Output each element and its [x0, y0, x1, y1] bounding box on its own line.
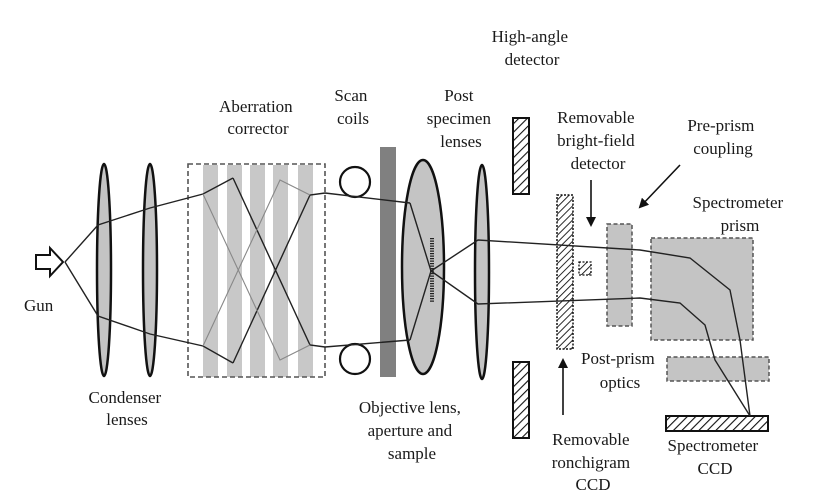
- label-post-specimen: Post specimen lenses: [427, 86, 495, 151]
- scan-coil-bottom: [338, 342, 372, 376]
- label-scan-coils: Scan coils: [334, 86, 371, 128]
- pre-prism-arrow-icon: [638, 164, 681, 209]
- labels: Gun Condenser lenses Aberration correcto…: [24, 27, 788, 492]
- gun-arrow-icon: [35, 245, 65, 279]
- ray-paths: [64, 177, 751, 417]
- label-objective: Objective lens, aperture and sample: [359, 398, 465, 463]
- ray-lower-gun-to-corrector: [64, 261, 234, 364]
- ray-objective-lower: [409, 269, 751, 417]
- label-spectrometer-ccd: Spectrometer CCD: [668, 436, 763, 478]
- scan-coil-top: [338, 165, 372, 199]
- spectrometer-prism: [650, 237, 754, 341]
- corrector-stripe: [203, 165, 218, 377]
- corrector-box: [187, 163, 326, 378]
- condenser-lens-1: [95, 162, 113, 378]
- ray-light-cross-2: [202, 179, 311, 347]
- post-prism-optics: [666, 356, 770, 382]
- high-angle-detector-bottom: [512, 361, 530, 439]
- pre-prism-coupling: [606, 223, 633, 327]
- ray-upper-gun-to-corrector: [64, 177, 234, 263]
- corrector-stripe: [273, 165, 288, 377]
- aberration-corrector: [187, 163, 326, 378]
- label-aberration-corrector: Aberration corrector: [219, 97, 297, 138]
- post-specimen-lens: [473, 163, 491, 381]
- label-ronchigram: Removable ronchigram CCD: [552, 430, 635, 492]
- ronchigram-ccd: [556, 194, 574, 350]
- objective-lens: [400, 158, 446, 376]
- ray-objective-upper: [409, 202, 751, 417]
- corrector-stripe: [227, 165, 242, 377]
- label-gun: Gun: [24, 296, 54, 315]
- label-spectrometer-prism: Spectrometer prism: [693, 193, 788, 235]
- spectrometer-ccd: [665, 415, 769, 432]
- ray-dark-cross-2: [232, 192, 411, 364]
- label-pre-prism: Pre-prism coupling: [687, 116, 758, 158]
- ray-light-cross-1: [202, 193, 311, 361]
- label-condenser: Condenser lenses: [89, 388, 166, 429]
- corrector-stripe: [298, 165, 313, 377]
- label-high-angle-detector: High-angle detector: [492, 27, 573, 69]
- high-angle-detector-top: [512, 117, 530, 195]
- condenser-lens-2: [141, 162, 159, 378]
- label-post-prism: Post-prism optics: [581, 349, 659, 392]
- ray-dark-cross-1: [232, 177, 411, 348]
- label-bright-field: Removable bright-field detector: [557, 108, 639, 173]
- objective-aperture: [380, 147, 396, 377]
- corrector-stripe: [250, 165, 265, 377]
- bright-field-detector: [578, 261, 592, 276]
